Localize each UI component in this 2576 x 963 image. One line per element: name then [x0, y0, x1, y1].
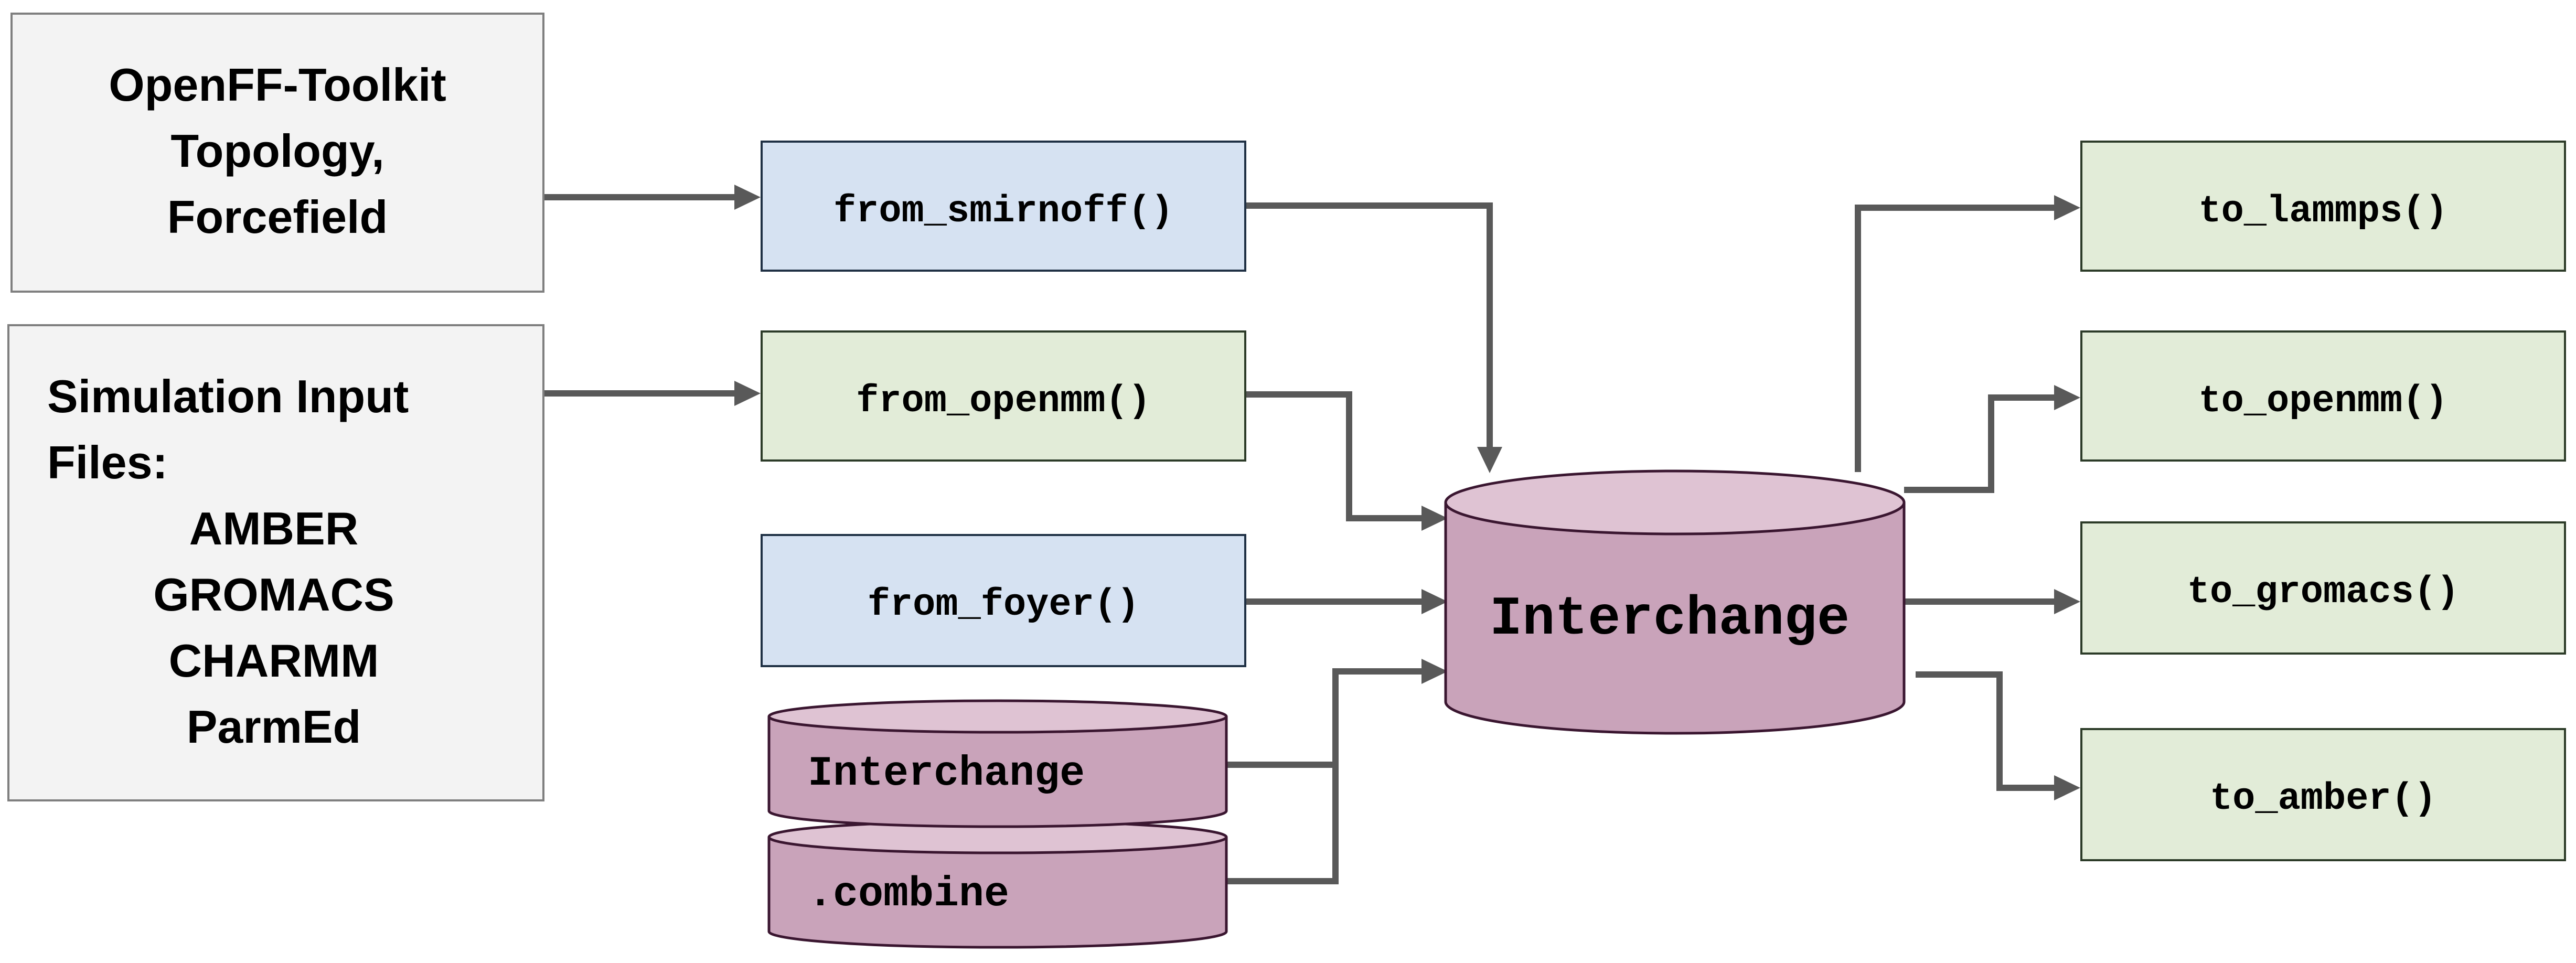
from-smirnoff-box: from_smirnoff() [761, 141, 1246, 272]
openff-source-box: OpenFF-Toolkit Topology, Forcefield [10, 13, 544, 293]
to-gromacs-box: to_gromacs() [2080, 521, 2566, 655]
arrow-combine-to-hub [1226, 659, 1448, 884]
arrow-smirnoff-to-hub [1245, 202, 1502, 473]
format-charmm: CHARMM [169, 635, 379, 687]
simulation-title-line-2: Files: [47, 436, 168, 488]
arrow-hub-to-gromacs [1904, 589, 2080, 614]
simulation-source-box: Simulation Input Files: AMBER GROMACS CH… [7, 324, 544, 801]
format-parmed: ParmEd [187, 701, 361, 753]
interchange-hub-cylinder: Interchange [1444, 469, 1906, 735]
to-amber-box: to_amber() [2080, 728, 2566, 861]
arrow-hub-to-amber [1916, 671, 2080, 800]
simulation-title-line-1: Simulation Input [47, 370, 409, 422]
from-foyer-box: from_foyer() [761, 534, 1246, 667]
to-lammps-label: to_lammps() [2198, 190, 2447, 233]
openff-line-2: Topology, [170, 125, 384, 177]
format-gromacs: GROMACS [153, 569, 394, 620]
to-openmm-box: to_openmm() [2080, 330, 2566, 462]
to-openmm-label: to_openmm() [2198, 380, 2447, 423]
openff-line-1: OpenFF-Toolkit [109, 59, 446, 111]
from-openmm-box: from_openmm() [761, 330, 1246, 462]
to-amber-label: to_amber() [2210, 777, 2436, 820]
arrow-foyer-to-hub [1245, 589, 1448, 614]
arrow-hub-to-lammps [1855, 195, 2080, 472]
openff-line-3: Forcefield [167, 191, 388, 243]
arrow-simulation-to-openmm [543, 381, 761, 406]
from-openmm-label: from_openmm() [856, 380, 1151, 423]
combine-label-bottom: .combine [808, 871, 1009, 918]
arrow-hub-to-openmm [1904, 385, 2080, 493]
arrow-openmm-to-hub [1245, 391, 1448, 531]
format-amber: AMBER [189, 502, 359, 554]
combine-cylinder-stack: Interchange .combine [767, 699, 1228, 949]
hub-label: Interchange [1490, 588, 1850, 650]
to-gromacs-label: to_gromacs() [2187, 571, 2459, 614]
to-lammps-box: to_lammps() [2080, 141, 2566, 272]
combine-label-top: Interchange [808, 750, 1085, 798]
arrow-openff-to-smirnoff [543, 185, 761, 210]
from-smirnoff-label: from_smirnoff() [833, 190, 1173, 233]
from-foyer-label: from_foyer() [868, 583, 1139, 626]
connectors [543, 185, 2080, 884]
